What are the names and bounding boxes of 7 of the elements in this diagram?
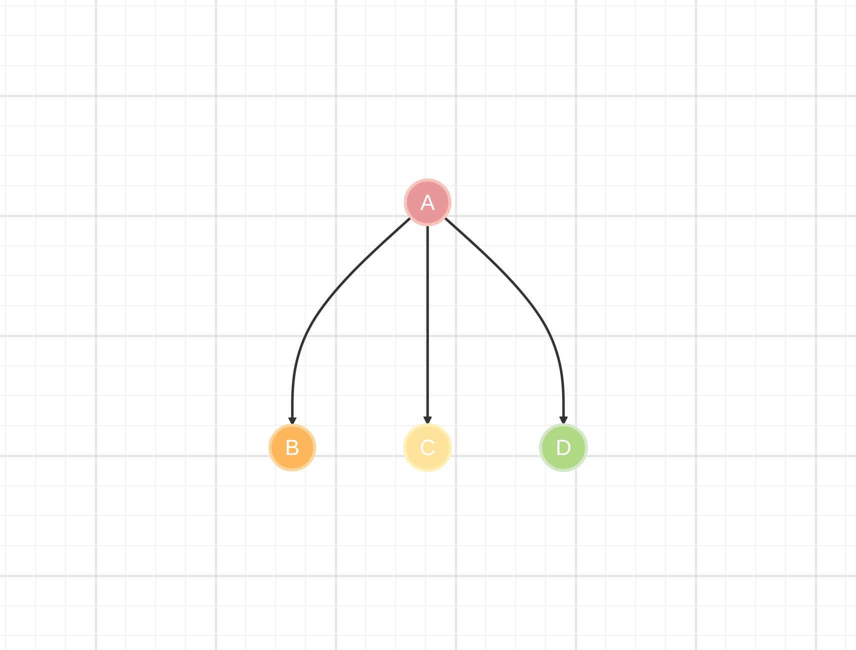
node-circle: C	[402, 422, 452, 472]
node-circle: B	[268, 424, 316, 472]
node-circle: D	[538, 422, 588, 472]
arrow	[288, 216, 412, 426]
node-circle: A	[404, 178, 452, 226]
arrow	[423, 224, 432, 425]
arrow	[443, 216, 568, 425]
